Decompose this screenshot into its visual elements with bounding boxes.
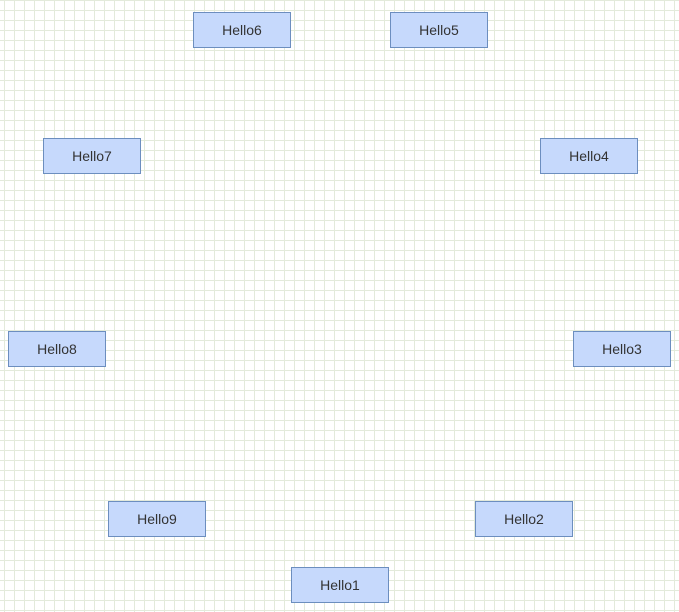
node-hello1[interactable]: Hello1 (291, 567, 389, 603)
node-hello8[interactable]: Hello8 (8, 331, 106, 367)
node-hello5[interactable]: Hello5 (390, 12, 488, 48)
node-hello9[interactable]: Hello9 (108, 501, 206, 537)
node-hello2[interactable]: Hello2 (475, 501, 573, 537)
node-hello4[interactable]: Hello4 (540, 138, 638, 174)
node-hello7[interactable]: Hello7 (43, 138, 141, 174)
node-hello6[interactable]: Hello6 (193, 12, 291, 48)
node-hello3[interactable]: Hello3 (573, 331, 671, 367)
